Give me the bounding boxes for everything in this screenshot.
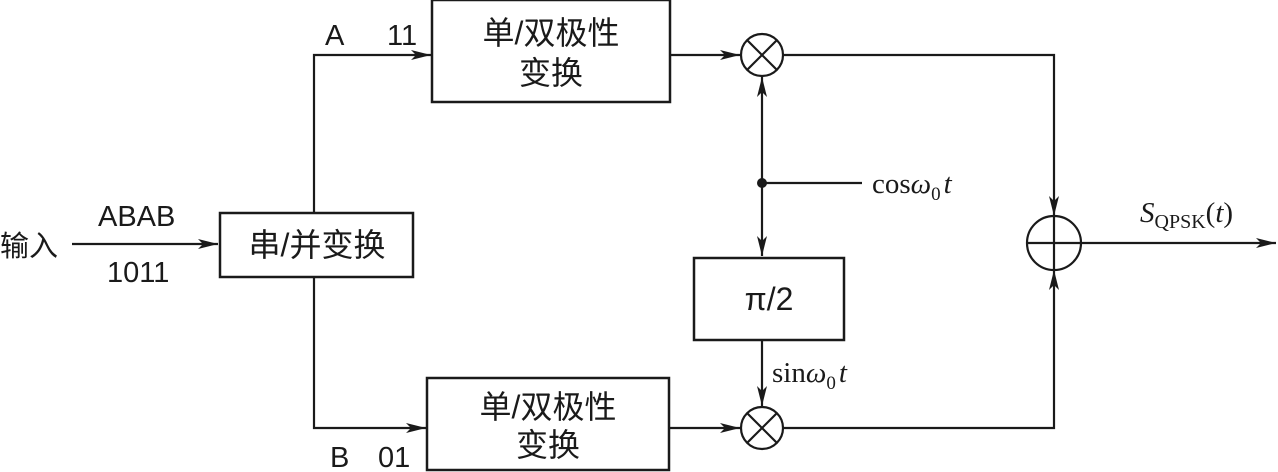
- bottom-multiplier-icon: [739, 405, 785, 451]
- serial-parallel-converter-label: 串/并变换: [249, 227, 386, 263]
- level-converter-top-line2: 变换: [519, 55, 583, 91]
- top-multiplier-to-adder-arrow: [783, 53, 1059, 216]
- junction-dot: [757, 178, 767, 188]
- branch-b-name: B: [330, 442, 349, 472]
- input-bits: 1011: [107, 257, 169, 289]
- level-converter-bottom-line2: 变换: [516, 427, 580, 463]
- level-converter-top-line1: 单/双极性: [483, 15, 620, 51]
- serial-parallel-converter-block: [218, 211, 415, 279]
- phase-shifter-label: π/2: [745, 281, 794, 317]
- branch-a-bits: 11: [387, 20, 417, 52]
- branch-a-name: A: [325, 20, 345, 52]
- input-sequence: ABAB: [98, 201, 175, 233]
- level-converter-top-block: [430, 0, 672, 104]
- branch-a-path: [312, 50, 431, 213]
- level-converter-bottom-line1: 单/双极性: [480, 389, 617, 425]
- adder-icon: [1025, 214, 1083, 272]
- output-label: SQPSK(t): [1140, 197, 1233, 233]
- branch-b-path: [312, 277, 426, 433]
- branch-b-bits: 01: [378, 442, 410, 472]
- top-multiplier-icon: [739, 32, 785, 78]
- phase-shifter-block: [692, 256, 846, 342]
- bottom-multiplier-to-adder-arrow: [783, 270, 1059, 430]
- input-label: 输入: [0, 230, 58, 263]
- level-converter-bottom-block: [425, 376, 671, 472]
